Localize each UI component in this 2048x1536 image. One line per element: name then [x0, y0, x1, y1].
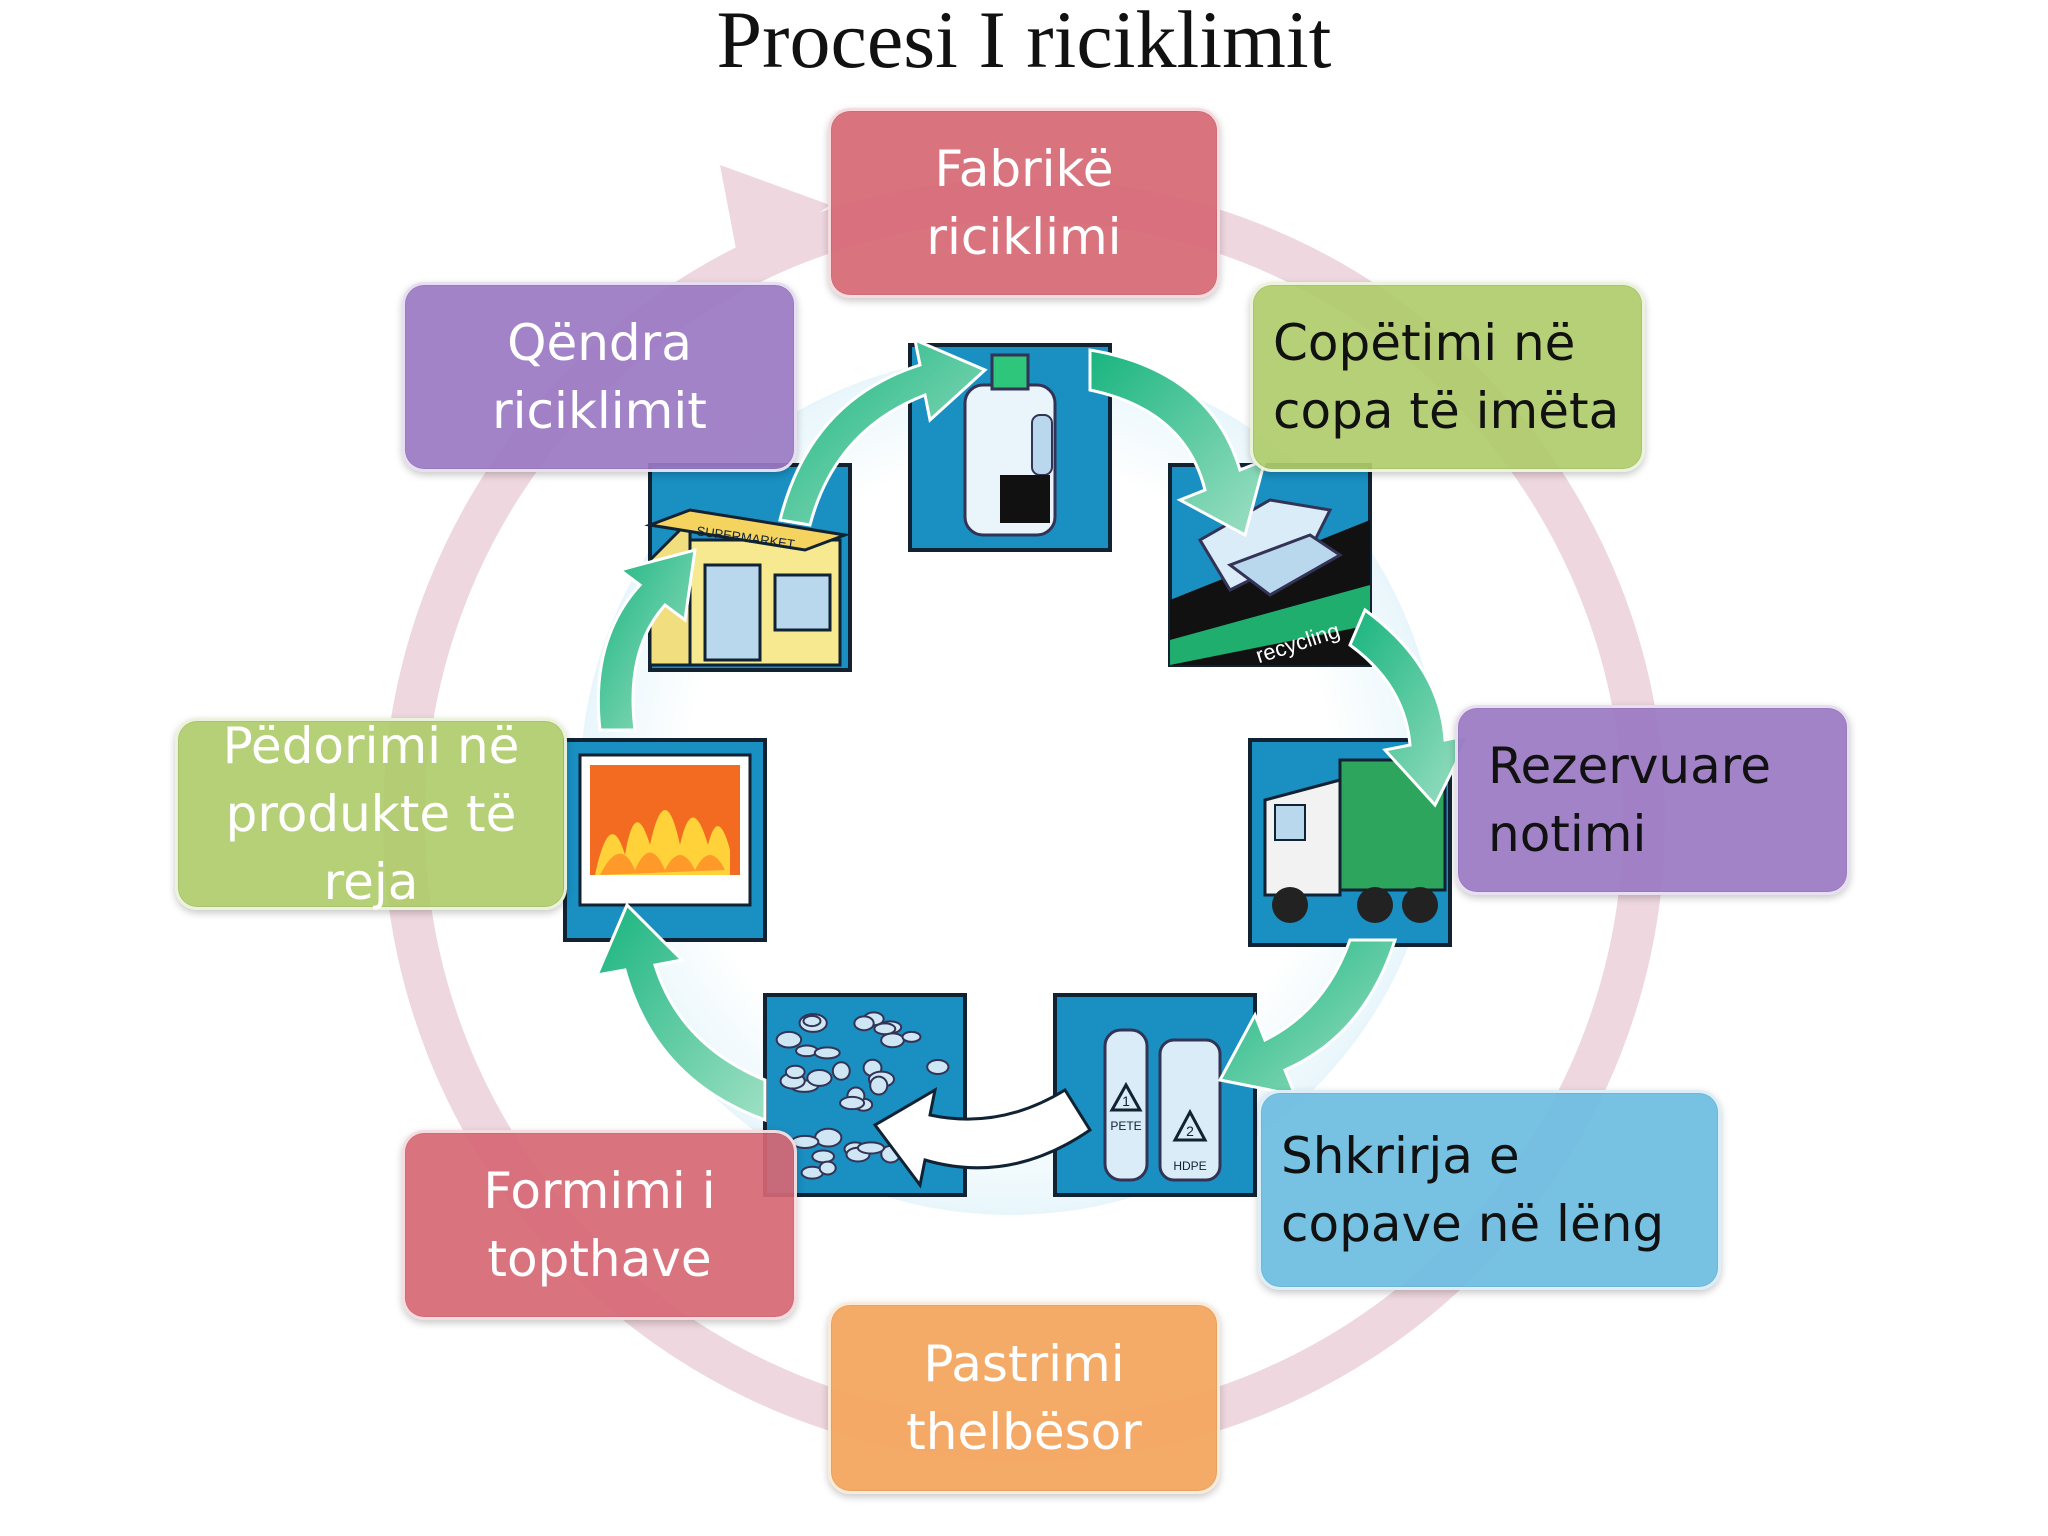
- step-pastrimi-thelbesor: Pastrimi thelbësor: [828, 1302, 1220, 1494]
- arrow-shredder-to-truck: [1348, 607, 1473, 808]
- arrow-store-to-jug: [778, 337, 988, 527]
- pellet: [818, 1160, 837, 1176]
- arrow-bottles-to-pellets: [872, 1087, 1093, 1189]
- step-copetimi: Copëtimi në copa të imëta: [1250, 282, 1645, 472]
- pellet: [784, 1064, 806, 1080]
- step-label: Pastrimi thelbësor: [906, 1335, 1142, 1461]
- step-label: Rezervuare notimi: [1488, 737, 1771, 863]
- hdpe-label: HDPE: [1173, 1159, 1206, 1173]
- step-perdorimi-produkte: Pëdorimi në produkte të reja: [175, 717, 567, 911]
- code-1-label: 1: [1122, 1093, 1130, 1109]
- pellet: [775, 1030, 803, 1049]
- pellet: [853, 1015, 875, 1032]
- panel-fire: [563, 738, 767, 942]
- step-label: Pëdorimi në produkte të reja: [222, 717, 520, 911]
- pellet: [811, 1149, 836, 1164]
- step-label: Qëndra riciklimit: [492, 314, 707, 440]
- step-formimi-topthave: Formimi i topthave: [402, 1130, 797, 1320]
- pellet: [814, 1127, 843, 1148]
- arrow-fire-to-store: [596, 547, 697, 732]
- panel-bottles: 1 2 PETE HDPE: [1053, 993, 1257, 1197]
- pellet: [806, 1069, 833, 1087]
- pete-label: PETE: [1110, 1119, 1141, 1133]
- arrow-jug-to-shredder: [1088, 348, 1268, 538]
- pellet: [873, 1022, 897, 1036]
- step-fabrike-riciklimi: Fabrikë riciklimi: [828, 108, 1220, 298]
- pellet: [926, 1059, 950, 1075]
- pellet: [856, 1141, 885, 1155]
- pellet: [831, 1061, 851, 1081]
- pellet: [813, 1046, 841, 1060]
- pellet: [901, 1030, 922, 1043]
- pellet: [880, 1032, 905, 1049]
- pellet: [839, 1095, 866, 1111]
- pellet: [869, 1075, 889, 1096]
- outer-ring-arrow-head: [720, 165, 830, 270]
- code-2-label: 2: [1186, 1123, 1194, 1139]
- panel-jug: [908, 343, 1112, 552]
- step-rezervuare-notimi: Rezervuare notimi: [1455, 705, 1850, 895]
- panel-store: SUPERMARKET: [644, 463, 852, 672]
- arrow-truck-to-bottles: [1217, 938, 1398, 1098]
- step-qendra-riciklimit: Qëndra riciklimit: [402, 282, 797, 472]
- diagram-title: Procesi I riciklimit: [716, 0, 1332, 85]
- step-label: Copëtimi në copa të imëta: [1273, 314, 1620, 440]
- arrow-pellets-to-fire: [594, 902, 767, 1123]
- inner-arrows: [594, 337, 1473, 1123]
- step-shkrirja: Shkrirja e copave në lëng: [1258, 1090, 1721, 1290]
- step-label: Fabrikë riciklimi: [926, 140, 1122, 266]
- step-label: Formimi i topthave: [483, 1162, 716, 1288]
- pellet: [802, 1014, 822, 1028]
- step-label: Shkrirja e copave në lëng: [1281, 1127, 1665, 1253]
